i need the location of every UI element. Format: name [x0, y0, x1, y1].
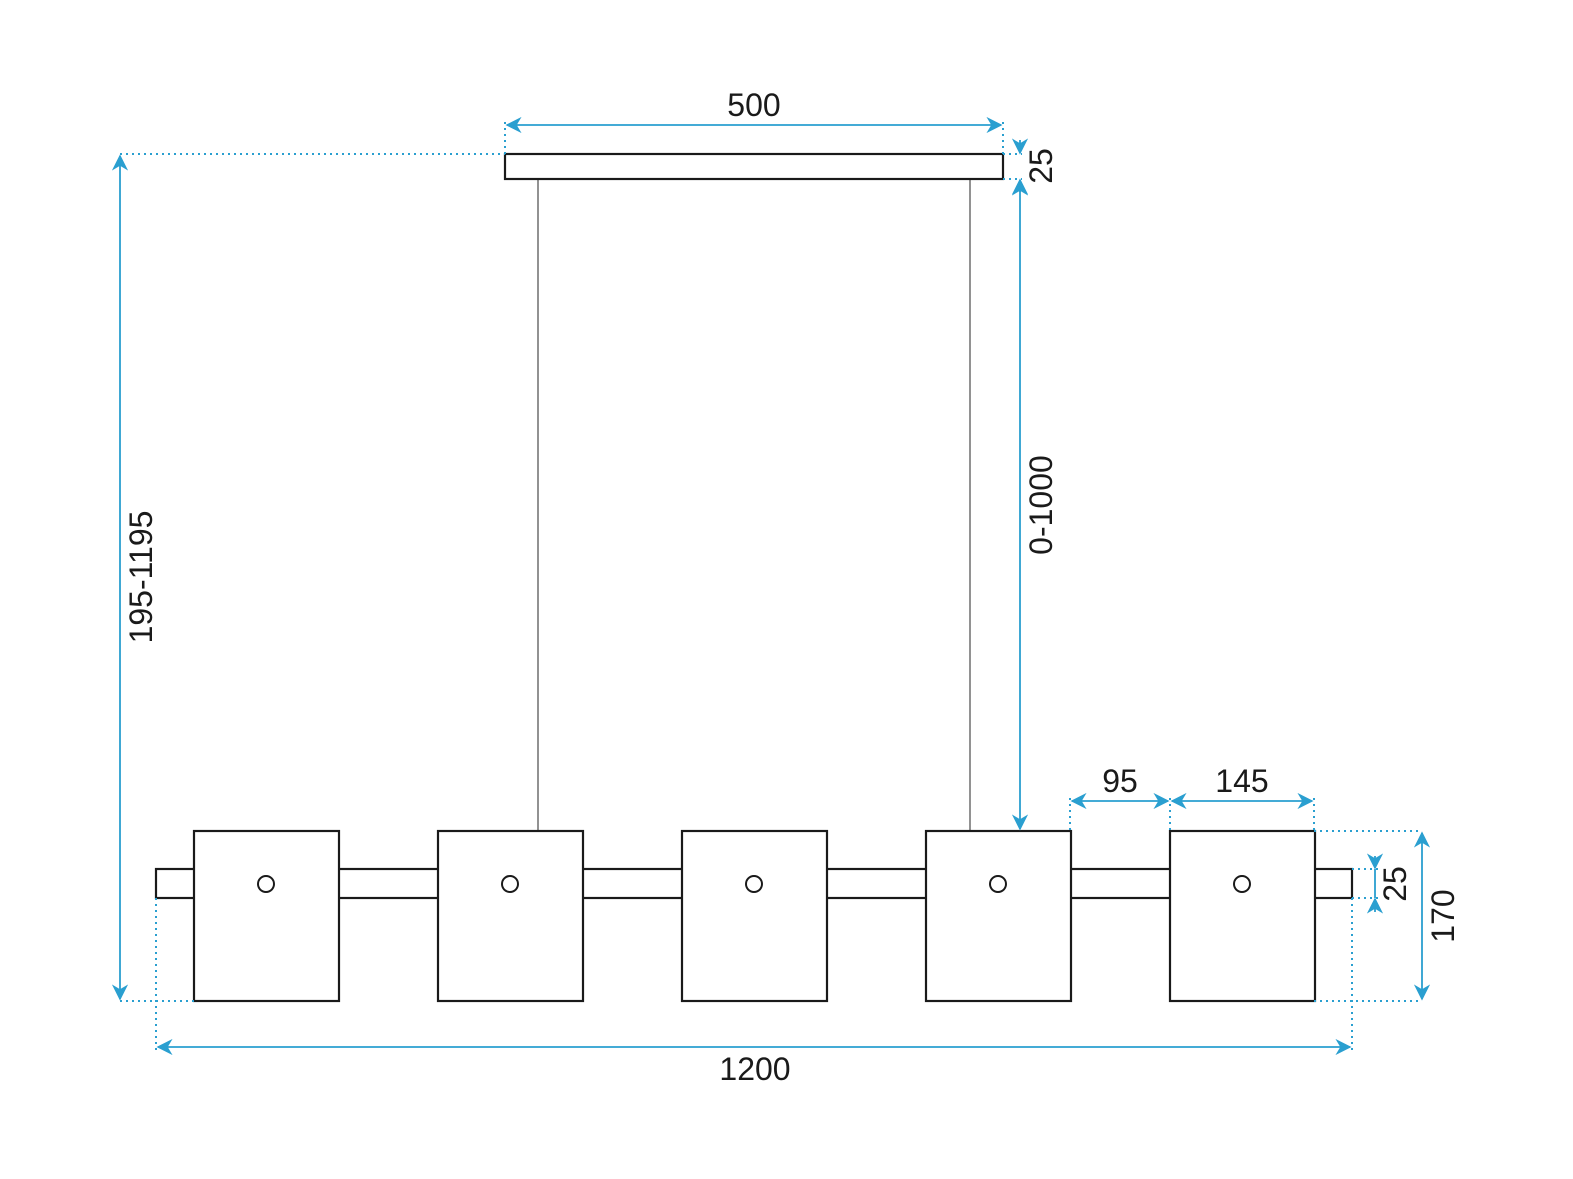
extension-lines: [120, 122, 1422, 1050]
shade-5-light: [1233, 875, 1251, 893]
label-shade-height: 170: [1425, 889, 1461, 942]
shade-5: [1168, 829, 1317, 1003]
shade-3: [680, 829, 829, 1003]
shade-1: [192, 829, 341, 1003]
shades: [192, 829, 1317, 1003]
shade-3-light: [745, 875, 763, 893]
shade-4-light: [989, 875, 1007, 893]
label-spacing: 95: [1102, 763, 1138, 799]
label-total-width: 1200: [719, 1051, 790, 1087]
label-bar-height: 25: [1377, 866, 1413, 902]
shade-2: [436, 829, 585, 1003]
shade-2-light: [501, 875, 519, 893]
label-cable-length: 0-1000: [1023, 455, 1059, 555]
shade-4: [924, 829, 1073, 1003]
ceiling-canopy: [503, 152, 1005, 181]
shade-1-light: [257, 875, 275, 893]
label-canopy-height: 25: [1023, 148, 1059, 184]
label-total-height: 195-1195: [123, 511, 159, 644]
label-shade-width: 145: [1215, 763, 1268, 799]
label-canopy-width: 500: [727, 87, 780, 123]
